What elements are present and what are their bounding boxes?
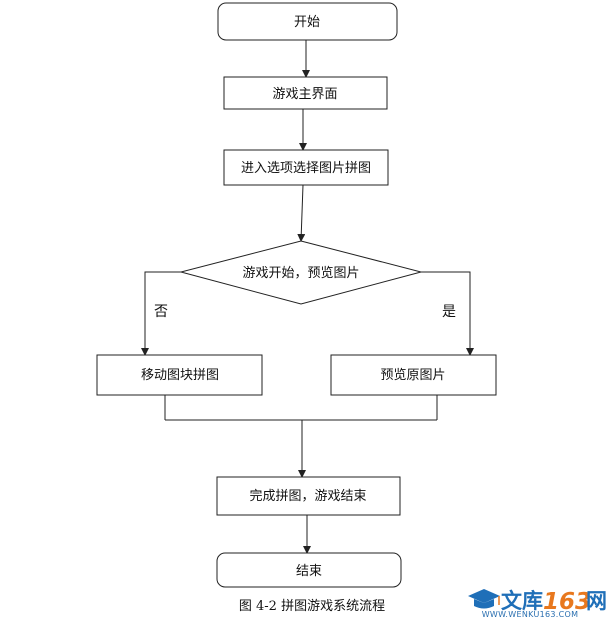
node-end-shape: [216, 552, 402, 588]
node-decision-label: 游戏开始，预览图片: [242, 265, 359, 281]
arrow-decision-yes: [421, 271, 474, 356]
node-start-shape: [217, 2, 398, 41]
node-main-ui-label: 游戏主界面: [272, 87, 337, 102]
watermark: 文库 163 网 WWW.WENKU163.COM: [468, 589, 607, 619]
branch-label-no: 否: [154, 304, 168, 320]
graduation-cap-icon: [468, 589, 500, 609]
node-complete-shape: [216, 476, 401, 516]
watermark-brand-num: 163: [543, 589, 591, 615]
node-move-blocks-shape: [96, 354, 263, 396]
node-end: 结束: [216, 552, 402, 588]
node-preview-original-label: 预览原图片: [380, 367, 445, 383]
figure-caption: 图 4-2 拼图游戏系统流程: [239, 599, 385, 614]
branch-label-yes: 是: [442, 304, 456, 320]
node-decision-shape: [179, 240, 423, 305]
arrow-decision-no: [141, 271, 181, 356]
node-decision: 游戏开始，预览图片: [179, 240, 423, 305]
node-end-label: 结束: [296, 564, 322, 579]
arrow-select-to-decision: [297, 184, 306, 242]
watermark-brand-suffix: 网: [586, 589, 607, 613]
node-select-puzzle-shape: [223, 149, 389, 186]
node-start-label: 开始: [294, 15, 320, 30]
node-move-blocks: 移动图块拼图: [96, 354, 263, 396]
node-preview-original: 预览原图片: [330, 354, 497, 396]
watermark-brand-cn: 文库: [501, 589, 543, 613]
node-start: 开始: [217, 2, 398, 41]
node-select-puzzle-label: 进入选项选择图片拼图: [241, 161, 371, 176]
watermark-url: WWW.WENKU163.COM: [482, 610, 579, 619]
node-select-puzzle: 进入选项选择图片拼图: [223, 149, 389, 186]
node-preview-original-shape: [330, 354, 497, 396]
node-complete: 完成拼图，游戏结束: [216, 476, 401, 516]
node-main-ui: 游戏主界面: [223, 76, 388, 110]
node-complete-label: 完成拼图，游戏结束: [249, 489, 366, 504]
node-move-blocks-label: 移动图块拼图: [141, 368, 219, 383]
connectors: [141, 40, 474, 554]
node-main-ui-shape: [223, 76, 388, 110]
